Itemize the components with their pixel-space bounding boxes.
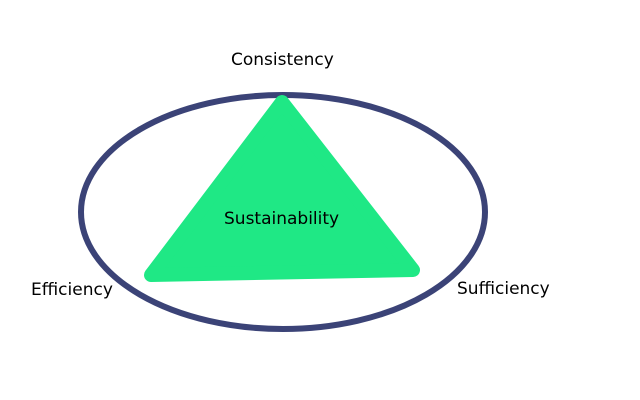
efficiency-label: Efficiency	[31, 280, 113, 300]
outer-ellipse	[78, 92, 488, 332]
consistency-label: Consistency	[231, 50, 334, 70]
sustainability-label: Sustainability	[224, 209, 340, 229]
sustainability-triangle	[144, 95, 420, 282]
sufficiency-label: Sufficiency	[457, 279, 550, 299]
